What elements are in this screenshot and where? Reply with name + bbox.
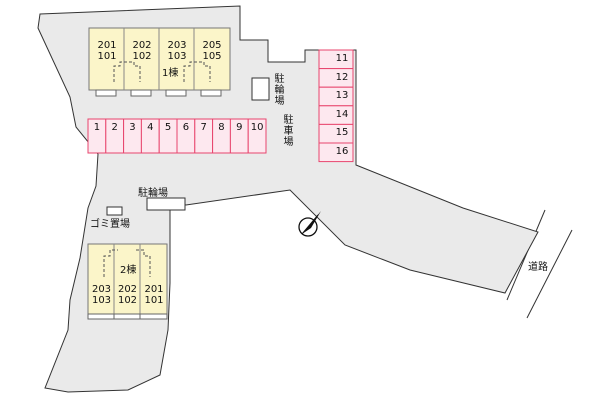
- parking-space-number: 16: [335, 146, 349, 157]
- building-2-stair-outline: [103, 249, 118, 277]
- parking-space-number: 10: [250, 122, 264, 133]
- unit-number-lower: 103: [91, 295, 112, 306]
- parking-space-number: 6: [182, 122, 190, 133]
- unit-label: 202 102: [126, 40, 158, 62]
- building-1-label: 1棟: [162, 68, 179, 79]
- bicycle-parking-2-label: 駐輪場: [138, 188, 168, 199]
- unit-label: 202 102: [115, 284, 140, 306]
- parking-space-number: 5: [164, 122, 172, 133]
- parking-space-number: 7: [200, 122, 207, 133]
- bicycle-parking-1-label: 駐輪場: [272, 73, 283, 106]
- parking-space: [318, 142, 354, 163]
- building-1-step: [200, 89, 222, 97]
- unit-number-lower: 103: [167, 51, 187, 62]
- building-1-step: [95, 89, 117, 97]
- building-2-step: [113, 313, 141, 320]
- unit-number-lower: 102: [132, 51, 152, 62]
- parking-row: [87, 118, 267, 154]
- unit-number-lower: 101: [97, 51, 117, 62]
- building-2-label: 2棟: [120, 265, 137, 276]
- garbage-station-label: ゴミ置場: [90, 219, 130, 230]
- unit-label: 201 101: [91, 40, 123, 62]
- unit-number-upper: 205: [202, 40, 222, 51]
- building-1-stair-outline: [183, 61, 211, 82]
- parking-space-number: 1: [93, 122, 101, 133]
- unit-number-lower: 102: [117, 295, 138, 306]
- parking-column: [318, 49, 354, 163]
- unit-label: 205 105: [196, 40, 228, 62]
- parking-space-number: 4: [147, 122, 154, 133]
- unit-label: 203 103: [161, 40, 193, 62]
- unit-number-lower: 105: [202, 51, 222, 62]
- building-2-stair-outline: [136, 249, 151, 277]
- unit-number-upper: 202: [132, 40, 152, 51]
- parking-space-number: 15: [335, 127, 349, 139]
- parking-space-number: 14: [335, 108, 349, 120]
- unit-number-upper: 201: [144, 284, 164, 295]
- building-2-step: [139, 313, 168, 320]
- road-edge-right: [526, 229, 573, 319]
- north-arrow-icon: [298, 211, 321, 237]
- parking-space-number: 11: [335, 53, 349, 64]
- unit-number-upper: 201: [97, 40, 117, 51]
- bicycle-parking-1-shed: [251, 77, 270, 101]
- parking-space-number: 9: [236, 122, 243, 133]
- parking-space-number: 2: [111, 122, 118, 133]
- parking-space-number: 3: [129, 122, 136, 133]
- unit-number-upper: 203: [91, 284, 112, 295]
- bicycle-parking-2-shed: [146, 197, 186, 211]
- building-2-step: [87, 313, 115, 320]
- building-1-step: [130, 89, 152, 97]
- unit-label: 203 103: [89, 284, 114, 306]
- parking-space: [247, 118, 267, 154]
- building-2: [87, 243, 168, 315]
- building-1-stair-outline: [113, 61, 141, 82]
- unit-number-upper: 202: [117, 284, 138, 295]
- parking-space-number: 8: [218, 122, 225, 133]
- parking-space-number: 12: [335, 71, 349, 83]
- unit-label: 201 101: [141, 284, 167, 306]
- building-1-step: [165, 89, 187, 97]
- parking-space-number: 13: [335, 90, 349, 102]
- unit-number-upper: 203: [167, 40, 187, 51]
- garbage-box: [106, 206, 123, 216]
- road-label: 道路: [527, 258, 549, 273]
- unit-number-lower: 101: [144, 295, 164, 306]
- parking-lot-label: 駐車場: [281, 114, 292, 147]
